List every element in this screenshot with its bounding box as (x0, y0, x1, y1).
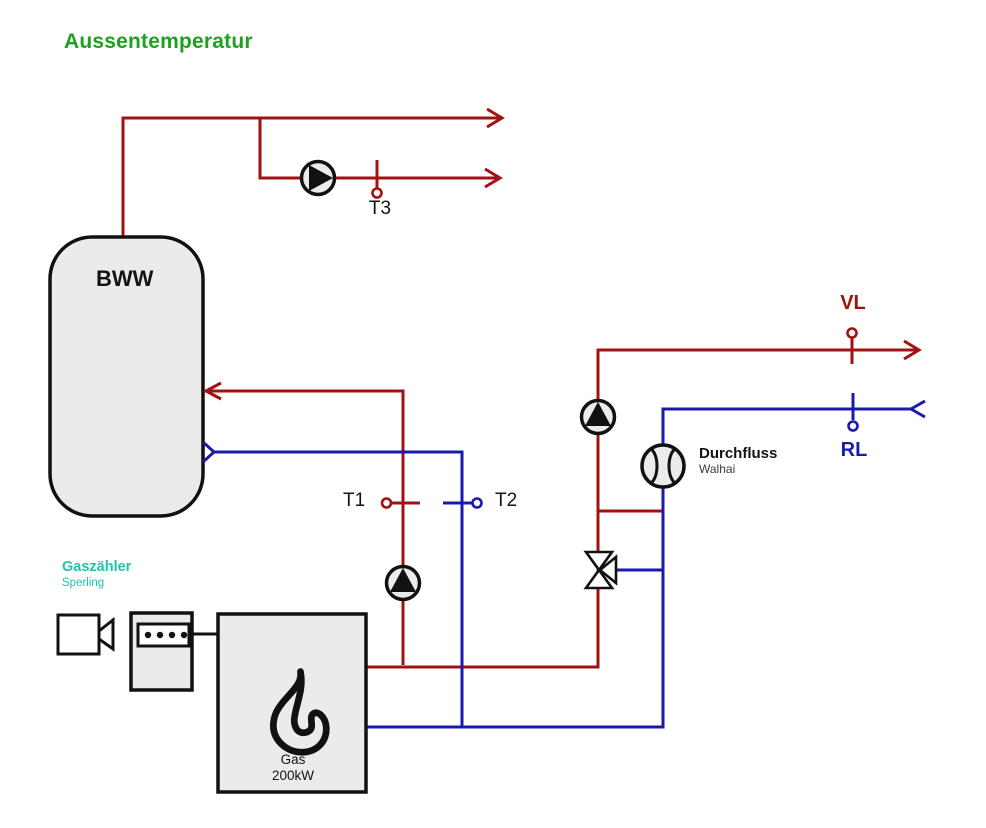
boiler-fuel-label: Gas (280, 752, 306, 767)
gas-meter-label: Gaszähler (62, 559, 132, 575)
sensor-t3-label: T3 (368, 198, 392, 219)
gas-supply-icon (56, 613, 115, 656)
pump-tank-charge-icon (384, 564, 422, 602)
pump-dhw-icon (299, 159, 337, 197)
arrow-right-icon (486, 107, 505, 129)
open-chevron-icon (907, 399, 926, 419)
supply-pipes (121, 107, 922, 669)
flow-meter-brand: Walhai (699, 462, 736, 476)
arrow-right-icon (484, 167, 503, 189)
flow-meter-label: Durchfluss (699, 445, 778, 462)
gas-meter-brand: Sperling (62, 577, 105, 589)
page-title: Aussentemperatur (64, 30, 253, 53)
boiler-power-label: 200kW (271, 768, 315, 783)
supply-pipe-top (121, 116, 500, 240)
sensor-vl-icon (846, 327, 858, 364)
arrow-left-icon (202, 381, 222, 401)
open-chevron-icon (201, 440, 217, 464)
sensor-t1-label: T1 (343, 490, 366, 511)
pump-heating-icon (579, 398, 617, 436)
return-pipes (213, 399, 926, 729)
sensor-t3-icon (371, 160, 383, 199)
return-line-label: RL (840, 439, 868, 461)
supply-pipe-boiler-vl (366, 348, 918, 669)
flow-meter-icon (640, 443, 686, 489)
buffer-tank-label: BWW (96, 266, 154, 291)
gas-meter-icon (129, 611, 218, 692)
arrow-right-icon (903, 339, 922, 361)
sensor-t1-icon (380, 497, 420, 509)
sensor-t2-icon (443, 497, 483, 509)
supply-pipe-branch (258, 118, 498, 180)
sensor-rl-icon (847, 393, 859, 432)
sensor-t2-label: T2 (495, 490, 518, 511)
return-pipe-tank (213, 450, 464, 727)
supply-line-label: VL (840, 292, 866, 314)
return-pipe-boiler-rl (366, 407, 911, 729)
three-way-valve-icon (583, 550, 618, 590)
gas-boiler (216, 612, 368, 794)
flame-icon (270, 668, 330, 756)
boiler-label: Gas 200kW (242, 752, 344, 784)
buffer-tank (48, 235, 205, 518)
